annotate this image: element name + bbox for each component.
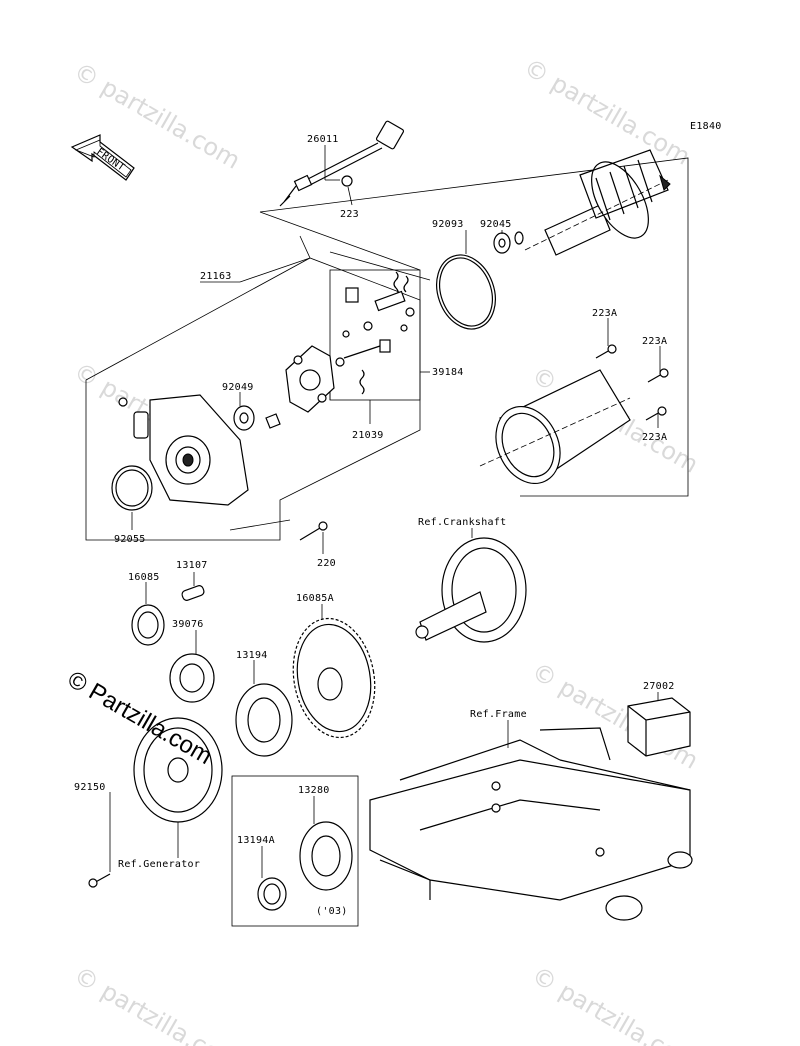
callout-223A: 223A: [642, 336, 667, 347]
yoke-housing: [479, 369, 631, 485]
year-note: ('03): [316, 906, 348, 917]
callout-92093: 92093: [432, 219, 464, 230]
callout-39076: 39076: [172, 619, 204, 630]
bolt-92150: [88, 873, 111, 888]
bearing-92045: [493, 231, 524, 254]
crankshaft-ref: [415, 537, 527, 643]
frame-ref: [369, 727, 693, 921]
shaft-13107: [181, 585, 205, 601]
armature: [524, 149, 671, 256]
seal-92049: [233, 405, 255, 431]
callout-92150: 92150: [74, 782, 106, 793]
callout-92045: 92045: [480, 219, 512, 230]
relay-27002: [627, 697, 691, 757]
watermark: © partzilla.com: [527, 961, 703, 1046]
sprocket-16085A: [292, 617, 376, 739]
bolt-220: [299, 521, 328, 541]
ref-crankshaft-label: Ref.Crankshaft: [418, 517, 507, 528]
callout-223: 223: [340, 209, 359, 220]
gear-16085: [131, 604, 165, 646]
o-ring-92093-inner: [439, 257, 493, 327]
end-cover: [118, 394, 249, 506]
callout-21163: 21163: [200, 271, 232, 282]
ref-generator-label: Ref.Generator: [118, 859, 200, 870]
watermark: © partzilla.com: [69, 961, 245, 1046]
callout-39184: 39184: [432, 367, 464, 378]
callout-13280: 13280: [298, 785, 330, 796]
callout-92055: 92055: [114, 534, 146, 545]
clutch-13194: [235, 683, 293, 757]
starter-assembly-outline: [85, 157, 689, 541]
callout-92049: 92049: [222, 382, 254, 393]
bolt-223A: [595, 344, 617, 359]
front-arrow-icon: FRONT: [70, 134, 135, 181]
callout-223A: 223A: [592, 308, 617, 319]
bolt-223A: [647, 368, 669, 383]
callout-21039: 21039: [352, 430, 384, 441]
callout-223A: 223A: [642, 432, 667, 443]
generator-ref: [133, 717, 223, 823]
brush-plate: [285, 345, 335, 413]
callout-16085A: 16085A: [296, 593, 334, 604]
leader-lines: [109, 145, 661, 878]
diagram-code: E1840: [690, 121, 722, 132]
lead-wire-26011: [279, 120, 405, 207]
variant-box: [231, 775, 359, 927]
callout-13194: 13194: [236, 650, 268, 661]
brush-holder-21039: [335, 271, 415, 395]
o-ring-92055-inner: [115, 469, 149, 507]
watermark: © partzilla.com: [519, 53, 695, 171]
callout-26011: 26011: [307, 134, 339, 145]
callout-13107: 13107: [176, 560, 208, 571]
o-ring-92093: [436, 254, 496, 330]
ref-frame-label: Ref.Frame: [470, 709, 527, 720]
callout-220: 220: [317, 558, 336, 569]
gear-39076: [169, 653, 215, 703]
callout-13194A: 13194A: [237, 835, 275, 846]
o-ring-92055: [111, 465, 153, 511]
nut-223: [341, 175, 353, 187]
bolt-223A: [645, 406, 667, 421]
callout-27002: 27002: [643, 681, 675, 692]
callout-16085: 16085: [128, 572, 160, 583]
small-plate: [265, 413, 281, 429]
